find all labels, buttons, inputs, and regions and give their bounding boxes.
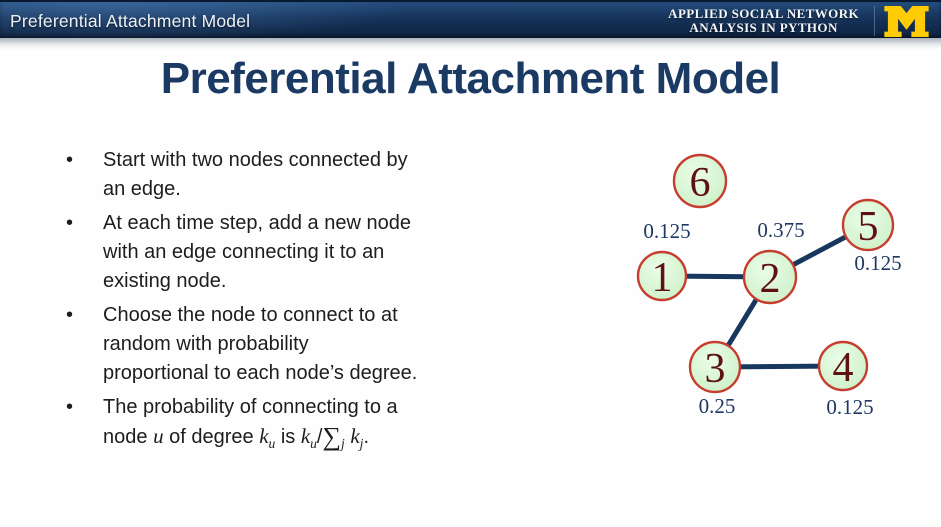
prob-label-node-1: 0.125 [643,219,690,243]
network-graph: 1 2 3 4 5 6 0.125 0.375 0.25 0.125 0.125 [600,140,941,430]
prob-label-node-5: 0.125 [854,251,901,275]
prob-label-node-2: 0.375 [757,218,804,242]
bullet-item-4: The probability of connecting to a node … [62,393,532,452]
course-name: APPLIED SOCIAL NETWORK ANALYSIS IN PYTHO… [668,7,859,34]
math-line: node u of degree ku is ku/∑j kj. [103,422,369,451]
header-bar: Preferential Attachment Model APPLIED SO… [0,0,941,38]
bullet-item-3: Choose the node to connect to at random … [62,301,532,388]
header-shadow-strip [0,38,941,50]
node-3-label: 3 [705,346,726,392]
node-1-label: 1 [652,255,673,301]
math-var-k: k [350,424,360,448]
window-title: Preferential Attachment Model [10,10,251,31]
node-6-circle [672,153,728,209]
bullet-line: existing node. [103,270,227,292]
node-4-label: 4 [833,345,854,391]
bullet-line: The probability of connecting to a [103,396,398,418]
node-2-label: 2 [760,256,781,302]
bullet-line: an edge. [103,178,181,200]
node-6-label: 6 [690,160,711,206]
prob-label-node-3: 0.25 [699,394,736,418]
network-graph-svg: 1 2 3 4 5 6 0.125 0.375 0.25 0.125 0.125 [636,153,902,419]
node-4-circle [817,340,869,392]
bullet-line: with an edge connecting it to an [103,241,385,263]
bullet-item-1: Start with two nodes connected by an edg… [62,146,532,204]
page-title: Preferential Attachment Model [160,54,781,103]
course-name-line1: APPLIED SOCIAL NETWORK [668,6,859,21]
bullet-line: At each time step, add a new node [103,212,411,234]
node-5-label: 5 [858,204,879,250]
bullet-line: Choose the node to connect to at [103,304,398,326]
bullet-list: Start with two nodes connected by an edg… [62,146,532,457]
node-2-circle [742,249,798,305]
node-5-circle [841,198,895,252]
michigan-block-m-logo [884,6,929,37]
node-1-circle [636,250,688,302]
node-3-circle [688,340,742,394]
bullet-line: random with probability [103,333,309,355]
bullet-line: Start with two nodes connected by [103,149,408,171]
bullet-item-2: At each time step, add a new node with a… [62,209,532,296]
bullet-line: proportional to each node’s degree. [103,362,418,384]
header-divider [874,6,875,36]
math-var-u: u [153,424,164,448]
course-name-line2: ANALYSIS IN PYTHON [689,19,838,35]
prob-label-node-4: 0.125 [826,395,873,419]
sigma-symbol: ∑ [322,422,342,451]
math-var-k: k [259,424,269,448]
math-var-k: k [300,424,311,448]
